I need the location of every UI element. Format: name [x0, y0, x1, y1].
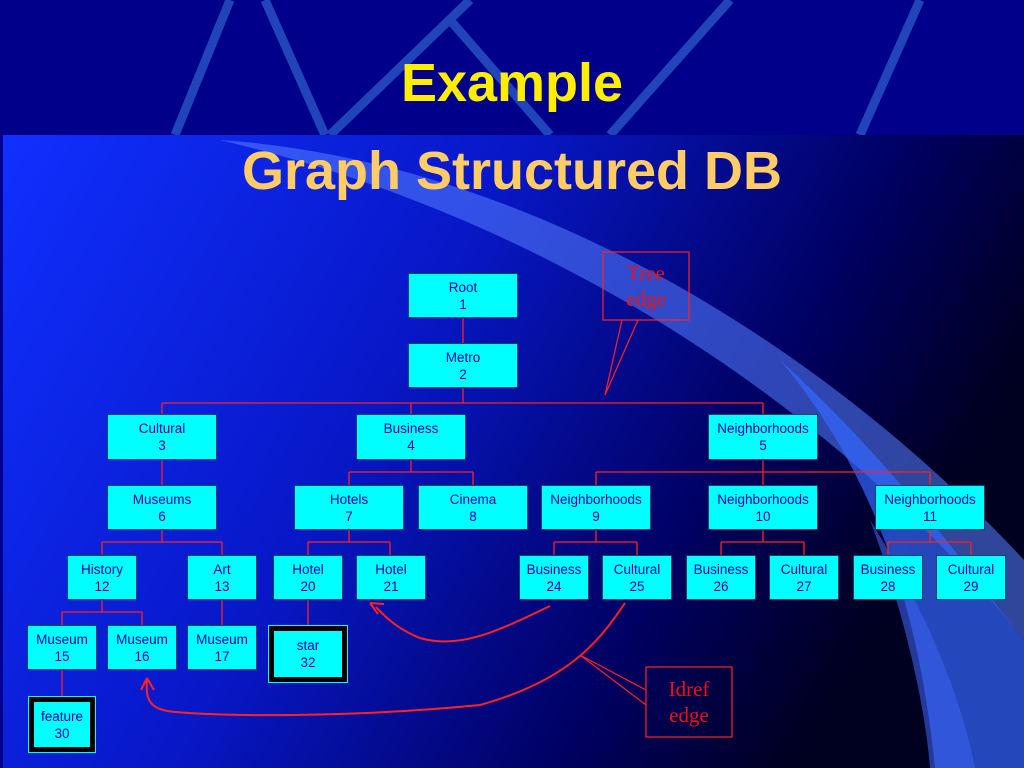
node-id: 1 — [459, 296, 467, 312]
node-label: Business — [860, 561, 916, 577]
tree-edge-callout-line2: edge — [626, 287, 666, 311]
node-id: 32 — [300, 655, 316, 670]
node-label: Museum — [116, 631, 168, 647]
tree-edge-callout-line1: Tree — [627, 261, 665, 285]
node-label: Cultural — [947, 561, 995, 577]
node-id: 20 — [300, 578, 316, 594]
node-label: Neighborhoods — [717, 491, 809, 507]
node-label: Business — [526, 561, 582, 577]
node-label: Neighborhoods — [717, 421, 809, 436]
node-label: Neighborhoods — [550, 491, 642, 507]
node-label: Cultural — [613, 561, 661, 577]
callout-shapes — [579, 251, 733, 738]
node-id: 26 — [713, 578, 729, 594]
node-label: Hotel — [292, 561, 324, 577]
node-id: 25 — [629, 578, 645, 594]
node-id: 7 — [345, 508, 353, 524]
node-cultural-3[interactable]: Cultural 3 — [107, 414, 217, 460]
node-id: 16 — [134, 648, 150, 664]
node-id: 6 — [158, 508, 166, 524]
node-id: 21 — [383, 578, 399, 594]
node-id: 11 — [922, 508, 937, 524]
node-id: 2 — [459, 366, 467, 382]
idref-edge-callout-line2: edge — [669, 703, 709, 727]
node-label: Root — [448, 279, 478, 295]
node-id: 15 — [54, 648, 70, 664]
node-label: Metro — [445, 349, 481, 365]
node-neighborhoods-5[interactable]: Neighborhoods 5 — [708, 414, 818, 460]
node-id: 9 — [592, 508, 600, 524]
idref-edge-callout-line1: Idref — [668, 677, 710, 701]
node-id: 4 — [407, 438, 415, 453]
idref-edge-callout: Idref edge — [646, 676, 732, 728]
node-label: Hotels — [329, 491, 369, 507]
node-label: Cultural — [780, 561, 828, 577]
node-label: Neighborhoods — [884, 491, 976, 507]
slide-title: Example — [400, 53, 624, 113]
node-label: Museums — [132, 491, 192, 507]
node-label: Museum — [196, 631, 248, 647]
node-star-32[interactable]: star 32 — [268, 625, 348, 683]
node-label: History — [80, 561, 123, 577]
node-business-4[interactable]: Business 4 — [356, 414, 466, 460]
node-id: 13 — [214, 578, 230, 594]
idref-edges — [140, 602, 626, 717]
node-label: Art — [213, 561, 231, 577]
node-id: 10 — [755, 508, 771, 524]
node-label: feature — [40, 708, 84, 724]
node-label: Cultural — [138, 421, 186, 436]
tree-edge-callout: Tree edge — [603, 260, 689, 312]
node-id: 27 — [796, 578, 812, 594]
node-id: 28 — [880, 578, 896, 594]
tree-edge-callout-box — [602, 251, 690, 321]
node-id: 24 — [546, 578, 562, 594]
node-id: 8 — [469, 508, 477, 524]
node-label: star — [296, 638, 320, 653]
node-id: 17 — [214, 648, 230, 664]
node-id: 29 — [963, 578, 979, 594]
node-id: 12 — [94, 578, 110, 594]
tree-edges — [61, 318, 972, 698]
node-id: 3 — [158, 438, 166, 453]
node-label: Cinema — [449, 491, 497, 507]
node-label: Business — [383, 421, 439, 436]
node-label: Museum — [36, 631, 88, 647]
slide-subtitle: Graph Structured DB — [241, 141, 783, 201]
node-label: Hotel — [375, 561, 407, 577]
idref-edge-callout-box — [645, 666, 733, 738]
node-id: 5 — [759, 438, 767, 453]
node-label: Business — [693, 561, 749, 577]
node-id: 30 — [54, 725, 70, 741]
